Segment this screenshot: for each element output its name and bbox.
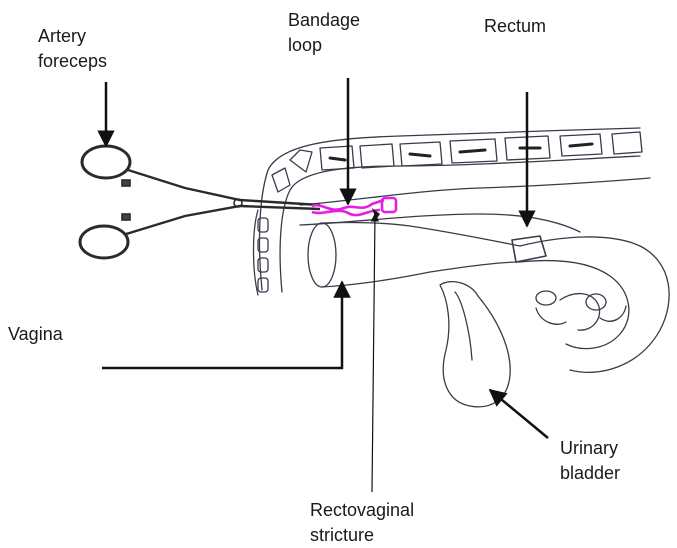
vagina-opening	[308, 223, 336, 287]
vagina-upper-wall	[322, 222, 520, 246]
bladder-outline	[440, 282, 510, 407]
label-urinary-bladder: Urinary bladder	[560, 436, 620, 486]
label-artery-forceps: Artery foreceps	[38, 24, 107, 74]
label-rectovaginal-stricture: Rectovaginal stricture	[310, 498, 414, 548]
label-vagina: Vagina	[8, 322, 63, 347]
arrow-vagina	[102, 282, 342, 368]
artery-forceps-drawing	[80, 146, 320, 258]
arrow-rectovaginal-stricture	[372, 214, 375, 492]
label-bandage-loop: Bandage loop	[288, 8, 360, 58]
vagina-lower-wall	[322, 262, 520, 287]
label-rectum: Rectum	[484, 14, 546, 39]
rectum-upper-wall	[300, 178, 650, 205]
arrow-urinary-bladder	[490, 390, 548, 438]
uterus-inner	[520, 261, 629, 349]
uterine-horn	[560, 294, 600, 331]
bandage-loop-drawing	[312, 198, 396, 215]
